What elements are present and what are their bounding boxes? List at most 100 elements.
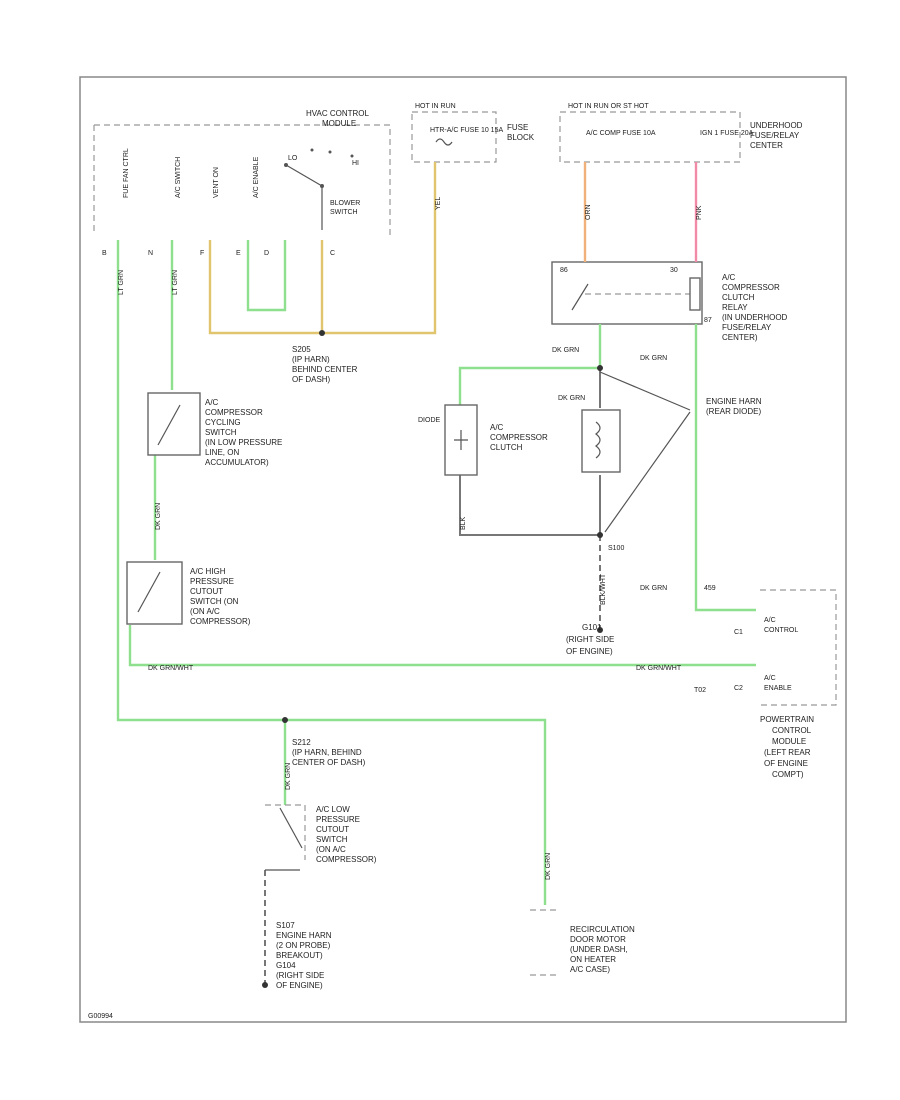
svg-text:DK GRN: DK GRN	[558, 395, 585, 402]
svg-text:A/C LOW: A/C LOW	[316, 805, 350, 814]
svg-text:DK GRN: DK GRN	[155, 503, 162, 530]
svg-text:(IN LOW PRESSURE: (IN LOW PRESSURE	[205, 438, 282, 447]
svg-text:OF DASH): OF DASH)	[292, 375, 331, 384]
recirculation-door-motor: RECIRCULATION DOOR MOTOR (UNDER DASH, ON…	[530, 909, 635, 976]
svg-text:A/C: A/C	[722, 273, 736, 282]
svg-text:OF ENGINE): OF ENGINE)	[276, 981, 323, 990]
low-pressure-cutout-switch: A/C LOW PRESSURE CUTOUT SWITCH (ON A/C C…	[265, 804, 377, 864]
svg-text:VENT ON: VENT ON	[213, 167, 220, 198]
svg-text:30: 30	[670, 267, 678, 274]
diagram-id: G00994	[88, 1013, 113, 1020]
svg-text:MODULE: MODULE	[772, 737, 806, 746]
svg-text:E: E	[236, 250, 241, 257]
svg-text:MODULE: MODULE	[322, 119, 356, 128]
svg-text:CUTOUT: CUTOUT	[316, 825, 349, 834]
svg-text:DK GRN/WHT: DK GRN/WHT	[636, 665, 682, 672]
high-pressure-cutout-switch: A/C HIGH PRESSURE CUTOUT SWITCH (ON (ON …	[126, 561, 251, 626]
svg-text:CUTOUT: CUTOUT	[190, 587, 223, 596]
svg-text:459: 459	[704, 585, 716, 592]
ground-g101: G101 (RIGHT SIDE OF ENGINE)	[566, 623, 614, 656]
svg-text:COMPRESSOR): COMPRESSOR)	[316, 855, 377, 864]
svg-text:A/C SWITCH: A/C SWITCH	[175, 157, 182, 198]
svg-text:86: 86	[560, 267, 568, 274]
svg-text:BLK: BLK	[460, 516, 467, 530]
svg-text:LT GRN: LT GRN	[118, 270, 125, 295]
svg-text:G104: G104	[276, 961, 296, 970]
svg-text:DK GRN/WHT: DK GRN/WHT	[148, 665, 194, 672]
svg-text:A/C: A/C	[764, 617, 776, 624]
engine-harness-label: ENGINE HARN (REAR DIODE)	[706, 397, 762, 416]
svg-text:BLOCK: BLOCK	[507, 133, 535, 142]
svg-text:HTR-A/C FUSE 10 15A: HTR-A/C FUSE 10 15A	[430, 127, 503, 134]
svg-text:(IN UNDERHOOD: (IN UNDERHOOD	[722, 313, 788, 322]
svg-text:(RIGHT SIDE: (RIGHT SIDE	[276, 971, 324, 980]
svg-text:IGN 1 FUSE 20A: IGN 1 FUSE 20A	[700, 130, 754, 137]
svg-text:S212: S212	[292, 738, 311, 747]
svg-text:S205: S205	[292, 345, 311, 354]
fuse-block: HOT IN RUN HTR-A/C FUSE 10 15A FUSE BLOC…	[411, 103, 535, 163]
svg-text:ENGINE HARN: ENGINE HARN	[706, 397, 762, 406]
svg-text:BREAKOUT): BREAKOUT)	[276, 951, 323, 960]
splice-s212: S212 (IP HARN, BEHIND CENTER OF DASH)	[292, 738, 366, 767]
svg-text:BEHIND CENTER: BEHIND CENTER	[292, 365, 358, 374]
svg-text:CENTER OF DASH): CENTER OF DASH)	[292, 758, 366, 767]
svg-text:(ON A/C: (ON A/C	[316, 845, 346, 854]
svg-text:DIODE: DIODE	[418, 417, 441, 424]
svg-text:(RIGHT SIDE: (RIGHT SIDE	[566, 635, 614, 644]
svg-text:S107: S107	[276, 921, 295, 930]
svg-text:YEL: YEL	[435, 197, 442, 210]
svg-text:A/C ENABLE: A/C ENABLE	[253, 156, 260, 198]
svg-text:HVAC CONTROL: HVAC CONTROL	[306, 109, 370, 118]
svg-text:LINE, ON: LINE, ON	[205, 448, 239, 457]
powertrain-control-module: A/C CONTROL A/C ENABLE C1 C2 T02 POWERTR…	[694, 589, 837, 779]
svg-text:RELAY: RELAY	[722, 303, 748, 312]
svg-text:COMPRESSOR: COMPRESSOR	[490, 433, 548, 442]
svg-text:DK GRN: DK GRN	[640, 585, 667, 592]
svg-text:(ON A/C: (ON A/C	[190, 607, 220, 616]
svg-text:CENTER): CENTER)	[722, 333, 758, 342]
splice-s100: S100	[608, 545, 624, 552]
svg-text:COMPRESSOR): COMPRESSOR)	[190, 617, 251, 626]
svg-text:CYCLING: CYCLING	[205, 418, 241, 427]
svg-text:B: B	[102, 250, 107, 257]
svg-text:CLUTCH: CLUTCH	[490, 443, 523, 452]
svg-text:(IP HARN, BEHIND: (IP HARN, BEHIND	[292, 748, 362, 757]
svg-text:A/C HIGH: A/C HIGH	[190, 567, 226, 576]
svg-text:PRESSURE: PRESSURE	[190, 577, 234, 586]
svg-text:HI: HI	[352, 160, 359, 167]
svg-text:PNK: PNK	[696, 205, 703, 220]
svg-text:DOOR MOTOR: DOOR MOTOR	[570, 935, 626, 944]
svg-text:LO: LO	[288, 155, 298, 162]
svg-text:ENGINE HARN: ENGINE HARN	[276, 931, 332, 940]
svg-text:ON HEATER: ON HEATER	[570, 955, 616, 964]
compressor-clutch-relay: 86 30 87 A/C COMPRESSOR CLUTCH RELAY (IN…	[551, 261, 788, 342]
svg-text:SWITCH: SWITCH	[316, 835, 348, 844]
svg-text:COMPRESSOR: COMPRESSOR	[722, 283, 780, 292]
svg-text:BLK/WHT: BLK/WHT	[600, 573, 607, 605]
svg-text:FUSE: FUSE	[507, 123, 528, 132]
svg-text:LT GRN: LT GRN	[172, 270, 179, 295]
splice-s205: S205 (IP HARN) BEHIND CENTER OF DASH)	[292, 345, 358, 384]
wire-color-labels: DK GRN/WHT DK GRN/WHT YEL ORN PNK LT GRN…	[118, 197, 716, 880]
svg-text:BLOWER: BLOWER	[330, 200, 360, 207]
svg-text:CENTER: CENTER	[750, 141, 783, 150]
svg-text:(LEFT REAR: (LEFT REAR	[764, 748, 811, 757]
svg-text:D: D	[264, 250, 269, 257]
svg-text:FUSE/RELAY: FUSE/RELAY	[750, 131, 800, 140]
svg-text:A/C CASE): A/C CASE)	[570, 965, 610, 974]
svg-text:C: C	[330, 250, 335, 257]
svg-text:A/C COMP FUSE 10A: A/C COMP FUSE 10A	[586, 130, 656, 137]
svg-text:CONTROL: CONTROL	[764, 627, 798, 634]
svg-text:T02: T02	[694, 687, 706, 694]
svg-text:COMPRESSOR: COMPRESSOR	[205, 408, 263, 417]
svg-text:COMPT): COMPT)	[772, 770, 804, 779]
svg-text:DK GRN: DK GRN	[552, 347, 579, 354]
svg-text:G101: G101	[582, 623, 602, 632]
hvac-control-module: HVAC CONTROL MODULE FUE FAN CTRL A/C SWI…	[93, 109, 391, 257]
svg-text:87: 87	[704, 317, 712, 324]
svg-text:UNDERHOOD: UNDERHOOD	[750, 121, 803, 130]
svg-text:RECIRCULATION: RECIRCULATION	[570, 925, 635, 934]
svg-text:POWERTRAIN: POWERTRAIN	[760, 715, 814, 724]
svg-text:(UNDER DASH,: (UNDER DASH,	[570, 945, 628, 954]
